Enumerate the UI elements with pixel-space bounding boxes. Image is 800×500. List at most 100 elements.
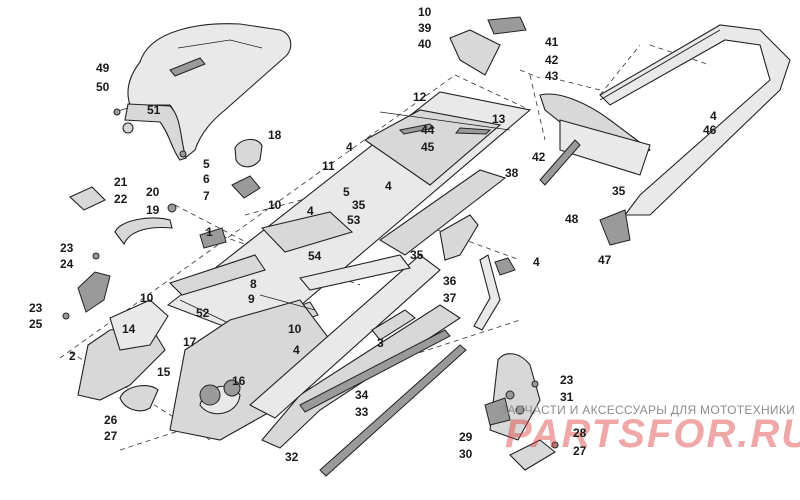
callout-33: 33 [355,405,369,419]
callout-7: 7 [203,189,210,203]
callout-15: 15 [157,365,171,379]
callout-23-c: 23 [560,373,574,387]
callout-10-c: 10 [140,291,154,305]
side-panels [77,169,507,477]
watermark-caption: ЗАПЧАСТИ И АКСЕССУАРЫ ДЛЯ МОТОТЕХНИКИ [500,403,795,417]
callout-25: 25 [29,317,43,331]
callout-31: 31 [560,390,574,404]
disc-36 [494,257,516,276]
callout-30: 30 [459,447,473,461]
callout-40: 40 [418,37,432,51]
mid-right-parts [371,214,516,341]
callout-26: 26 [104,413,118,427]
step-29 [484,397,511,426]
callout-41: 41 [545,35,559,49]
callout-46: 46 [703,123,717,137]
running-board-left [168,254,266,296]
callout-51: 51 [147,103,161,117]
callout-27-b: 27 [573,444,587,458]
callout-4-a: 4 [346,140,353,154]
callout-16: 16 [232,374,246,388]
callout-2: 2 [69,349,76,363]
light-41 [487,16,527,35]
callout-32: 32 [285,450,299,464]
tunnel-rail [249,254,441,419]
hinge-47 [599,209,631,246]
callout-45: 45 [421,140,435,154]
callout-4-f: 4 [710,109,717,123]
callout-35-a: 35 [352,198,366,212]
grip-pad-45 [454,127,492,135]
watermark: ЗАПЧАСТИ И АКСЕССУАРЫ ДЛЯ МОТОТЕХНИКИ PA… [500,403,800,456]
strap-38r [539,139,581,186]
seat-base [124,103,187,161]
bracket-7 [231,175,261,199]
callout-47: 47 [598,253,612,267]
slide-rail-33 [299,329,451,413]
callout-9: 9 [248,292,255,306]
bracket-3 [371,309,416,341]
bumper-46 [599,24,791,216]
pad-26 [119,385,159,412]
light-bracket-40 [449,29,501,76]
callout-4-c: 4 [385,179,392,193]
callout-13: 13 [492,112,506,126]
front-small-parts [62,138,263,412]
grip-pad-44 [398,123,436,135]
callout-10-d: 10 [288,322,302,336]
callout-4-e: 4 [533,255,540,269]
callout-1: 1 [206,225,213,239]
callout-4-b: 4 [307,204,314,218]
rod-37 [473,254,501,331]
callout-23-b: 23 [29,301,43,315]
callout-20: 20 [146,185,160,199]
bracket-14 [109,299,169,351]
handle-19 [114,217,173,246]
grip-24 [77,271,111,313]
callout-53: 53 [347,213,361,227]
bumper-tube [599,29,721,101]
callout-44: 44 [421,123,435,137]
callout-10-a: 10 [418,5,432,19]
rack [559,119,651,176]
callout-24: 24 [60,257,74,271]
callout-52: 52 [196,306,210,320]
callout-36: 36 [443,274,457,288]
callout-42-b: 42 [532,150,546,164]
callout-11: 11 [322,159,335,173]
callout-28: 28 [573,426,587,440]
callout-49: 49 [96,61,110,75]
callout-22: 22 [114,192,128,206]
tunnel-frame [166,91,532,341]
callout-35-b: 35 [410,248,424,262]
callout-labels: 1 2 3 4 4 4 4 4 4 5 5 6 7 8 9 10 10 10 1… [29,5,717,464]
cap-18 [234,138,263,168]
watermark-logo: PARTSFOR.RU [505,412,800,456]
callout-43: 43 [545,69,559,83]
seat-cushion [127,23,292,159]
rear-parts [449,16,791,246]
seat-assembly [113,23,292,161]
seat-pan-53 [260,211,354,253]
callout-10-b: 10 [268,198,282,212]
callout-17: 17 [183,335,197,349]
rear-frame-38 [378,169,507,256]
callout-3: 3 [377,336,384,350]
callout-6: 6 [203,172,210,186]
callout-21: 21 [114,175,128,189]
callout-42-a: 42 [545,53,559,67]
callout-4-d: 4 [293,343,300,357]
callout-18: 18 [268,128,282,142]
callout-54: 54 [308,249,322,263]
callout-27-a: 27 [104,429,118,443]
callout-35-c: 35 [612,184,626,198]
callout-19: 19 [146,203,160,217]
callout-37: 37 [443,291,457,305]
callout-8: 8 [250,277,257,291]
callout-23-a: 23 [60,241,74,255]
callout-50: 50 [96,80,110,94]
callout-48: 48 [565,212,579,226]
callout-38: 38 [505,166,519,180]
callout-14: 14 [122,322,136,336]
